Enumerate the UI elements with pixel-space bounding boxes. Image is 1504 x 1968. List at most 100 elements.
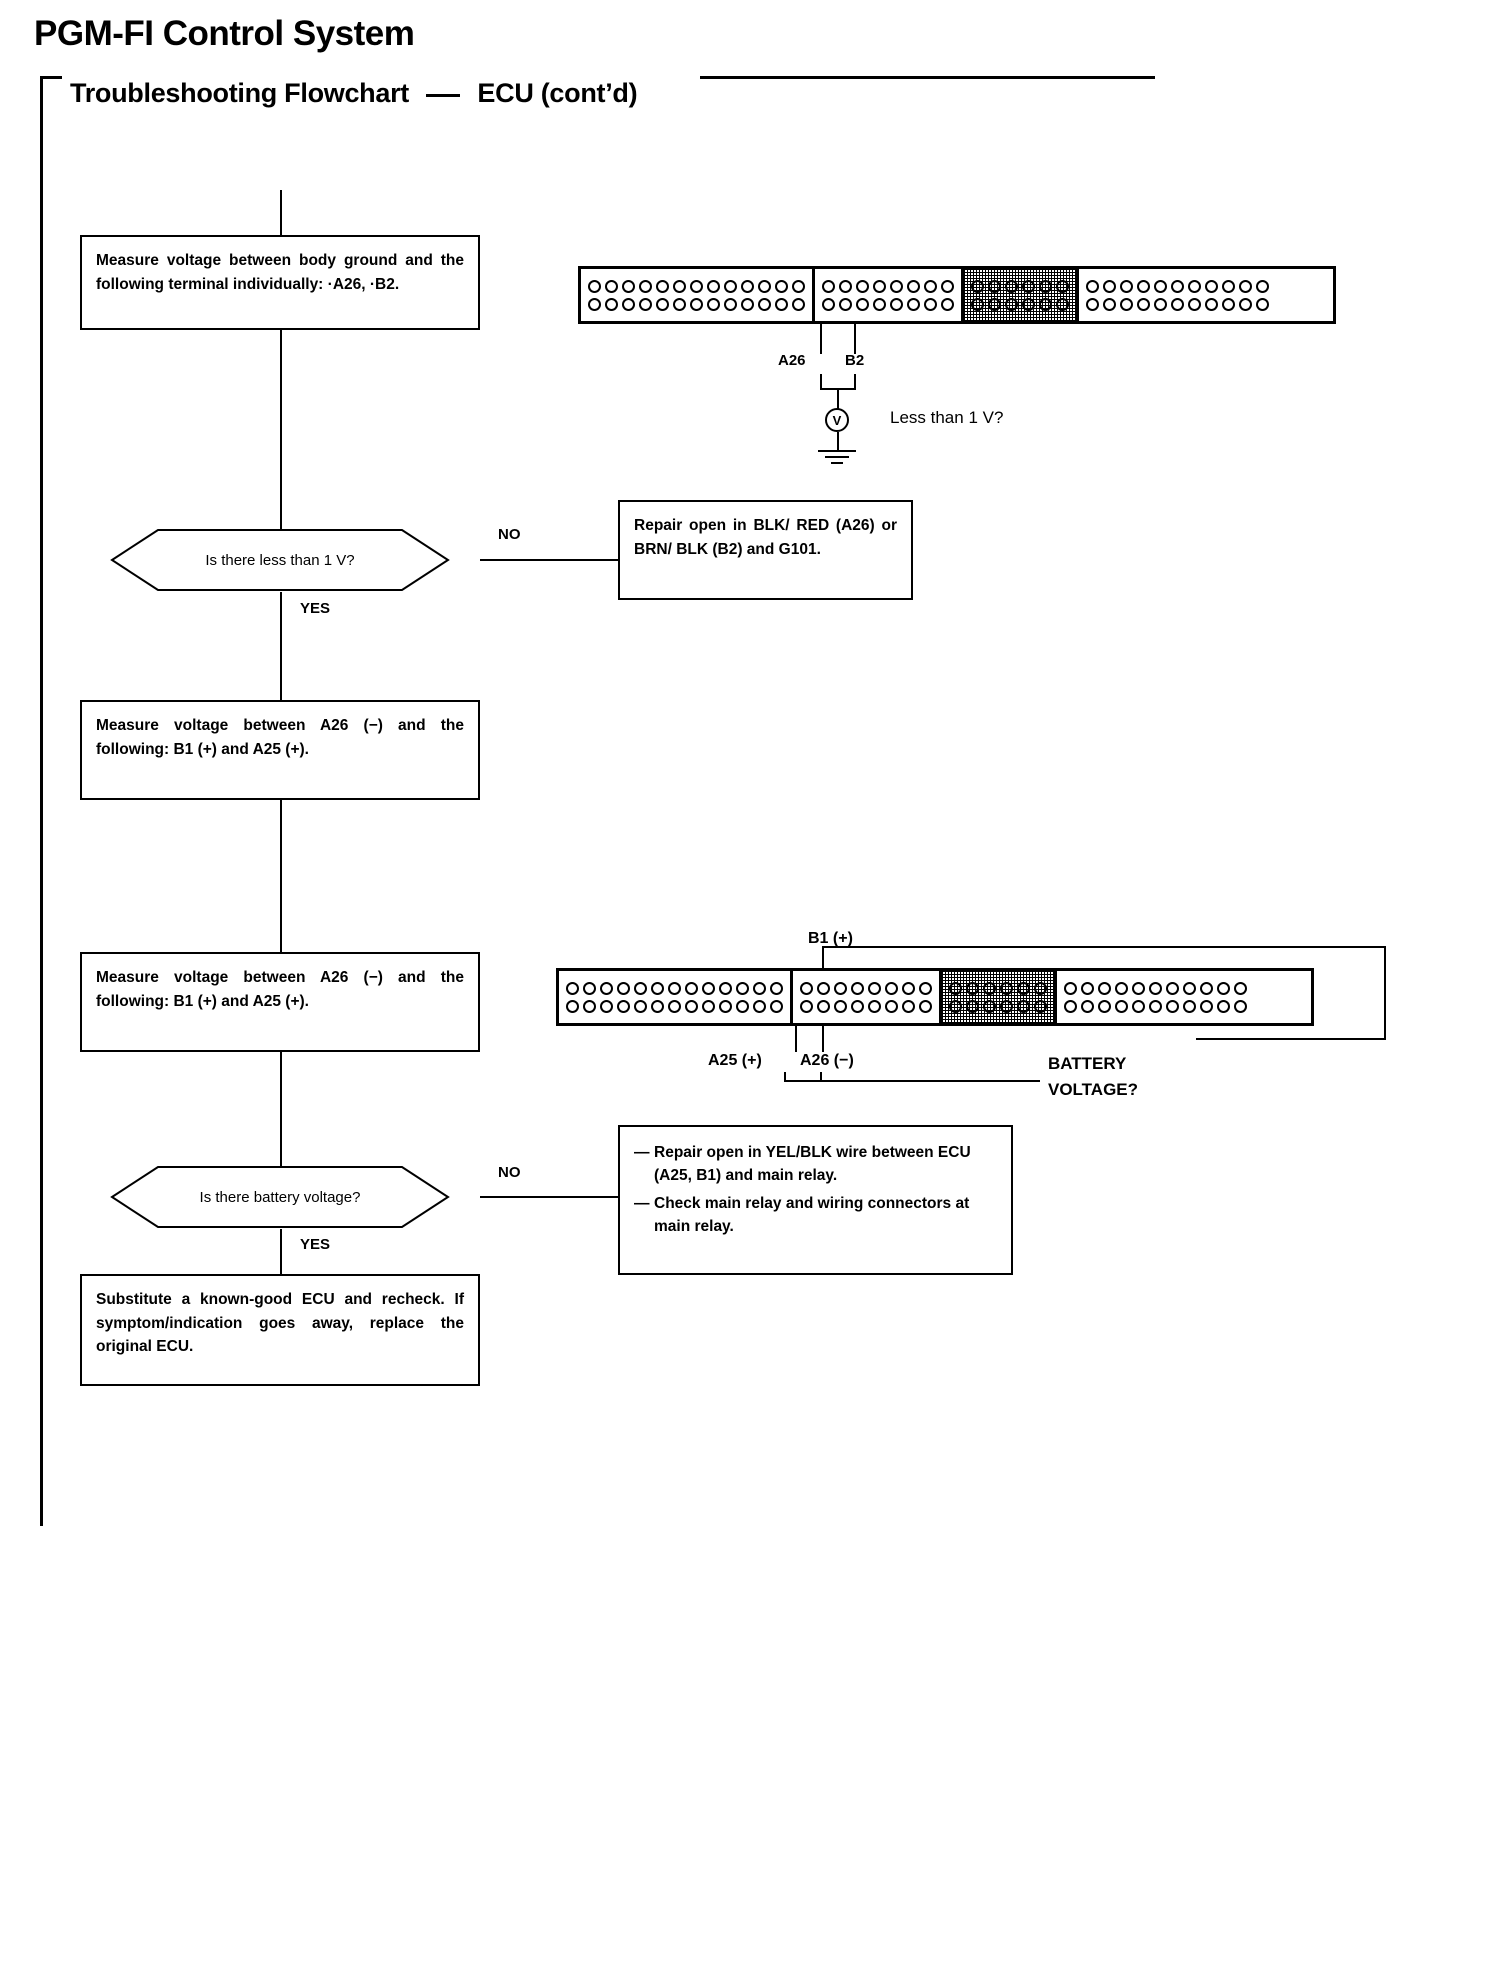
connector-pin — [1000, 981, 1013, 995]
connector-pin — [1132, 981, 1145, 995]
connector-pin — [1120, 279, 1133, 293]
connector-pin — [741, 297, 754, 311]
connector-pin — [1000, 999, 1013, 1013]
subtitle-right-text: ECU (cont’d) — [477, 78, 638, 108]
connector-bottom-pin-row — [566, 999, 783, 1013]
subtitle-left-text: Troubleshooting Flowchart — [70, 78, 409, 108]
connector-pin — [941, 297, 954, 311]
connector-pin — [605, 279, 618, 293]
decision-2-no-label: NO — [498, 1164, 521, 1181]
connector-pin — [868, 981, 881, 995]
connector-pin — [736, 981, 749, 995]
connector-pin — [902, 981, 915, 995]
connector-pin — [651, 999, 664, 1013]
connector-pin — [775, 279, 788, 293]
connector-pin — [685, 981, 698, 995]
connector-pin — [1039, 279, 1052, 293]
connector-pin — [890, 297, 903, 311]
connector-pin — [605, 297, 618, 311]
line-decision1-yes — [280, 592, 282, 702]
connector-pin — [707, 297, 720, 311]
connector-pin — [885, 999, 898, 1013]
connector-pin — [822, 279, 835, 293]
meter-ground-lead — [837, 432, 839, 450]
connector-pin — [1154, 279, 1167, 293]
connector-top-pin-row — [971, 279, 1069, 293]
connector-pin — [851, 981, 864, 995]
battery-voltage-label-line1: BATTERY — [1048, 1054, 1127, 1073]
connector-bottom-pin-row — [566, 981, 783, 995]
connector-top-group-0 — [581, 269, 815, 321]
leader-b1-right-down — [1384, 946, 1386, 1038]
frame-top-rule-left — [40, 76, 62, 79]
connector-pin — [1098, 999, 1111, 1013]
connector-pin — [724, 279, 737, 293]
leader-a26 — [820, 322, 822, 354]
connector-pin — [1239, 279, 1252, 293]
bracket-to-meter — [837, 388, 839, 410]
connector-pin — [1154, 297, 1167, 311]
repair-2-item-1: Check main relay and wiring connectors a… — [654, 1194, 970, 1235]
connector-bottom-label-a25: A25 (+) — [708, 1052, 762, 1069]
connector-top-pin-row — [588, 297, 805, 311]
less-than-1v-question: Less than 1 V? — [890, 408, 1004, 427]
connector-pin — [753, 981, 766, 995]
connector-pin — [890, 279, 903, 293]
connector-pin — [902, 999, 915, 1013]
page-title: PGM-FI Control System — [34, 14, 415, 53]
connector-bottom-pin-row — [949, 981, 1047, 995]
repair-2-item-0: Repair open in YEL/BLK wire between ECU … — [654, 1144, 971, 1185]
connector-pin — [1086, 297, 1099, 311]
connector-top-pin-row — [1086, 279, 1269, 293]
connector-pin — [588, 297, 601, 311]
leader-a25 — [795, 1026, 797, 1052]
decision-2-yes-label: YES — [300, 1236, 331, 1253]
connector-bottom-pin-row — [800, 999, 932, 1013]
connector-pin — [668, 999, 681, 1013]
connector-pin — [588, 279, 601, 293]
connector-pin — [817, 999, 830, 1013]
connector-top-pin-row — [822, 279, 954, 293]
connector-pin — [719, 999, 732, 1013]
connector-bottom-group-2 — [942, 971, 1057, 1023]
connector-pin — [1132, 999, 1145, 1013]
connector-pin — [566, 999, 579, 1013]
connector-pin — [1086, 279, 1099, 293]
connector-top-label-a26: A26 — [778, 352, 806, 369]
connector-pin — [1183, 999, 1196, 1013]
connector-pin — [1137, 279, 1150, 293]
decision-2-shape: Is there battery voltage? — [80, 1165, 480, 1229]
connector-pin — [983, 981, 996, 995]
connector-pin — [800, 999, 813, 1013]
connector-pin — [873, 279, 886, 293]
line-decision1-no — [480, 559, 620, 561]
connector-pin — [1034, 981, 1047, 995]
connector-pin — [919, 981, 932, 995]
connector-pin — [639, 297, 652, 311]
connector-pin — [1005, 279, 1018, 293]
connector-pin — [1188, 279, 1201, 293]
line-step2-to-step3 — [280, 800, 282, 952]
connector-pin — [839, 297, 852, 311]
connector-pin — [1137, 297, 1150, 311]
connector-top-pin-row — [822, 297, 954, 311]
connector-pin — [1017, 981, 1030, 995]
decision-1-no-label: NO — [498, 526, 521, 543]
connector-pin — [600, 981, 613, 995]
connector-pin — [839, 279, 852, 293]
connector-pin — [673, 297, 686, 311]
ground-bar-3 — [831, 462, 843, 464]
connector-pin — [1103, 279, 1116, 293]
dash-bullet-icon: — — [634, 1144, 650, 1161]
connector-pin — [1205, 297, 1218, 311]
connector-pin — [949, 981, 962, 995]
flow-step-1-text: Measure voltage between body ground and … — [96, 252, 464, 293]
connector-pin — [1239, 297, 1252, 311]
connector-line-entry — [280, 190, 282, 235]
connector-pin — [1200, 981, 1213, 995]
ground-bar-1 — [818, 450, 856, 452]
leader-b1-across — [822, 946, 1386, 948]
connector-pin — [949, 999, 962, 1013]
connector-bottom-group-1 — [793, 971, 942, 1023]
connector-pin — [583, 999, 596, 1013]
